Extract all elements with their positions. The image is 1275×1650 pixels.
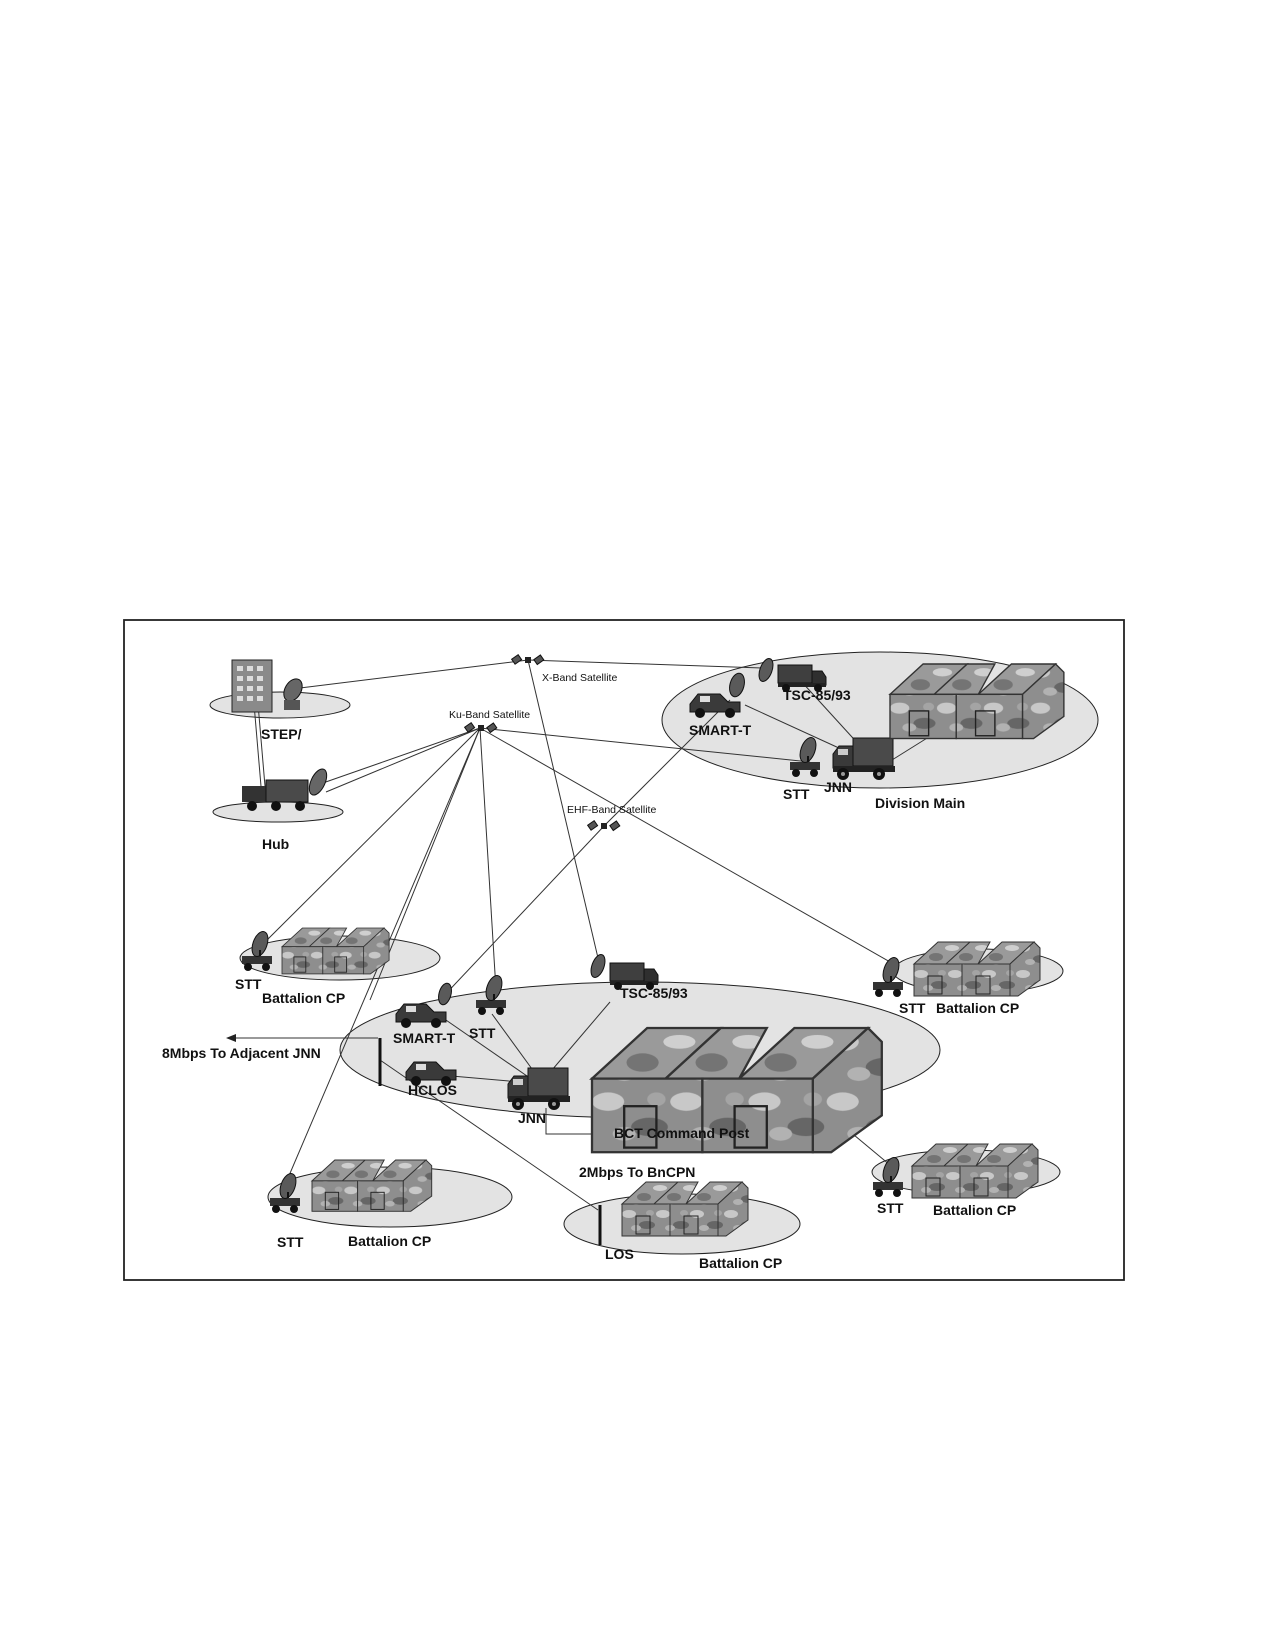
battalion-cp-label: Battalion CP — [262, 990, 345, 1006]
ehf-band-satellite-icon — [587, 820, 621, 832]
step-label: STEP/ — [261, 726, 302, 742]
battalion-tents-icon — [911, 1143, 1039, 1199]
division-smart-t-label: SMART-T — [689, 722, 752, 738]
battalion-tents-icon — [621, 1181, 749, 1237]
hub-label: Hub — [262, 836, 289, 852]
bct-tsc-dish-icon — [590, 954, 606, 978]
ku-band-satellite-label: Ku-Band Satellite — [449, 709, 530, 721]
hub-vehicles-icon — [242, 768, 328, 811]
los-label: LOS — [605, 1246, 634, 1262]
battalion-cp-label: Battalion CP — [933, 1202, 1016, 1218]
step-ellipse — [209, 691, 351, 719]
ehf-band-satellite-label: EHF-Band Satellite — [567, 804, 656, 816]
battalion-stt-label: STT — [235, 976, 262, 992]
diagram-frame — [123, 619, 1125, 1281]
battalion-tents-icon — [311, 1159, 433, 1212]
division-tents-icon — [889, 663, 1065, 740]
battalion-stt-label: STT — [277, 1234, 304, 1250]
x-band-satellite-icon — [511, 654, 545, 666]
battalion-stt-label: STT — [899, 1000, 926, 1016]
division-smart-t-dish-icon — [729, 672, 745, 698]
division-main-label: Division Main — [875, 795, 965, 811]
battalion-cp-label: Battalion CP — [348, 1233, 431, 1249]
battalion-stt-label: STT — [877, 1200, 904, 1216]
bct-command-post-label: BCT Command Post — [614, 1125, 750, 1141]
battalion-tents-icon — [913, 941, 1041, 997]
bct-tsc-label: TSC-85/93 — [620, 985, 688, 1001]
step-building-icon — [231, 659, 303, 713]
battalion-cp-label: Battalion CP — [936, 1000, 1019, 1016]
hclos-label: HCLOS — [408, 1082, 457, 1098]
division-jnn-label: JNN — [824, 779, 852, 795]
battalion-cp-label: Battalion CP — [699, 1255, 782, 1271]
x-band-satellite-label: X-Band Satellite — [542, 672, 617, 684]
division-stt-label: STT — [783, 786, 810, 802]
bncpn-link-label: 2Mbps To BnCPN — [579, 1164, 695, 1180]
adjacent-jnn-link-label: 8Mbps To Adjacent JNN — [162, 1045, 321, 1061]
bct-smart-t-dish-icon — [438, 982, 452, 1006]
bct-stt-label: STT — [469, 1025, 496, 1041]
division-tsc-label: TSC-85/93 — [783, 687, 851, 703]
ku-band-satellite-icon — [464, 722, 498, 734]
bct-jnn-label: JNN — [518, 1110, 546, 1126]
division-tsc-dish-icon — [758, 658, 774, 682]
bct-smart-t-label: SMART-T — [393, 1030, 456, 1046]
battalion-tents-icon — [281, 927, 390, 975]
